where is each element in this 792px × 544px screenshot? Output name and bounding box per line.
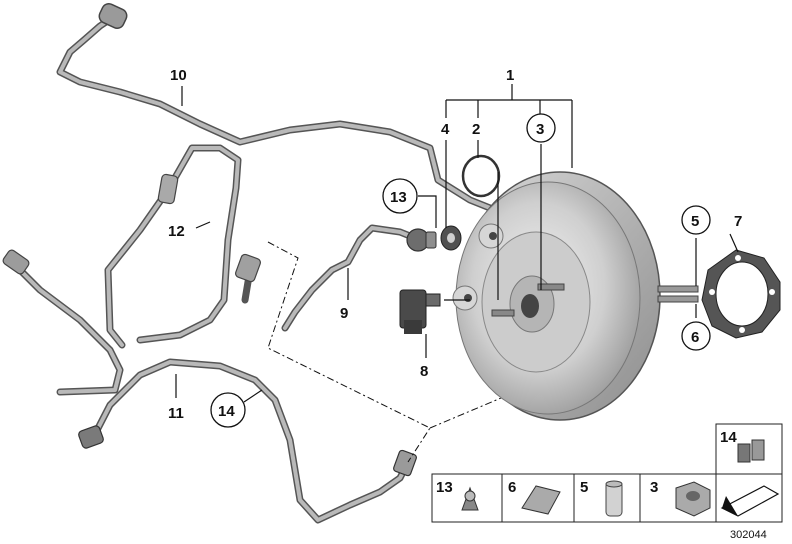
connection-line-left (267, 241, 431, 463)
callout-14: 14 (218, 403, 235, 420)
callout-3-circle (526, 113, 556, 143)
pin-5-thumbnail (605, 480, 623, 517)
legend-label-14: 14 (720, 429, 737, 446)
callout-13: 13 (390, 189, 407, 206)
callout-4: 4 (441, 121, 450, 138)
o-ring-2 (461, 154, 501, 198)
grommet-4 (440, 225, 462, 251)
vacuum-pipe-left (2, 249, 261, 396)
callout-7: 7 (734, 213, 742, 230)
leader-lines (175, 84, 739, 403)
legend-label-3: 3 (650, 479, 658, 496)
legend-label-6: 6 (508, 479, 516, 496)
direction-arrow-icon (720, 485, 780, 517)
nut-3-thumbnail (675, 481, 711, 517)
callout-14-circle (210, 392, 246, 428)
callout-5-circle (681, 205, 711, 235)
vacuum-pipe-12 (104, 144, 242, 349)
callout-1: 1 (506, 67, 514, 84)
vacuum-pipe-11 (78, 358, 417, 524)
callout-10: 10 (170, 67, 187, 84)
gasket-7 (701, 249, 781, 339)
vacuum-pipe-10 (56, 2, 559, 252)
parts-legend: 14 13 6 5 3 (431, 423, 783, 523)
clamp-13-thumbnail (461, 486, 479, 511)
clip-14-thumbnail (737, 439, 765, 463)
legend-label-5: 5 (580, 479, 588, 496)
callout-2: 2 (472, 121, 480, 138)
callout-11: 11 (168, 405, 184, 422)
callout-8: 8 (420, 363, 428, 380)
callout-9: 9 (340, 305, 348, 322)
callout-3: 3 (536, 121, 544, 138)
callout-12: 12 (168, 223, 185, 240)
brake-booster (452, 171, 699, 421)
bracket-6-thumbnail (521, 485, 561, 515)
callout-13-circle (382, 178, 418, 214)
callout-6: 6 (691, 329, 699, 346)
legend-label-13: 13 (436, 479, 453, 496)
diagram-number: 302044 (730, 529, 767, 541)
callout-6-circle (681, 321, 711, 351)
pressure-sensor-8 (399, 289, 441, 334)
vacuum-pipe-9 (281, 224, 437, 332)
callout-5: 5 (691, 213, 699, 230)
